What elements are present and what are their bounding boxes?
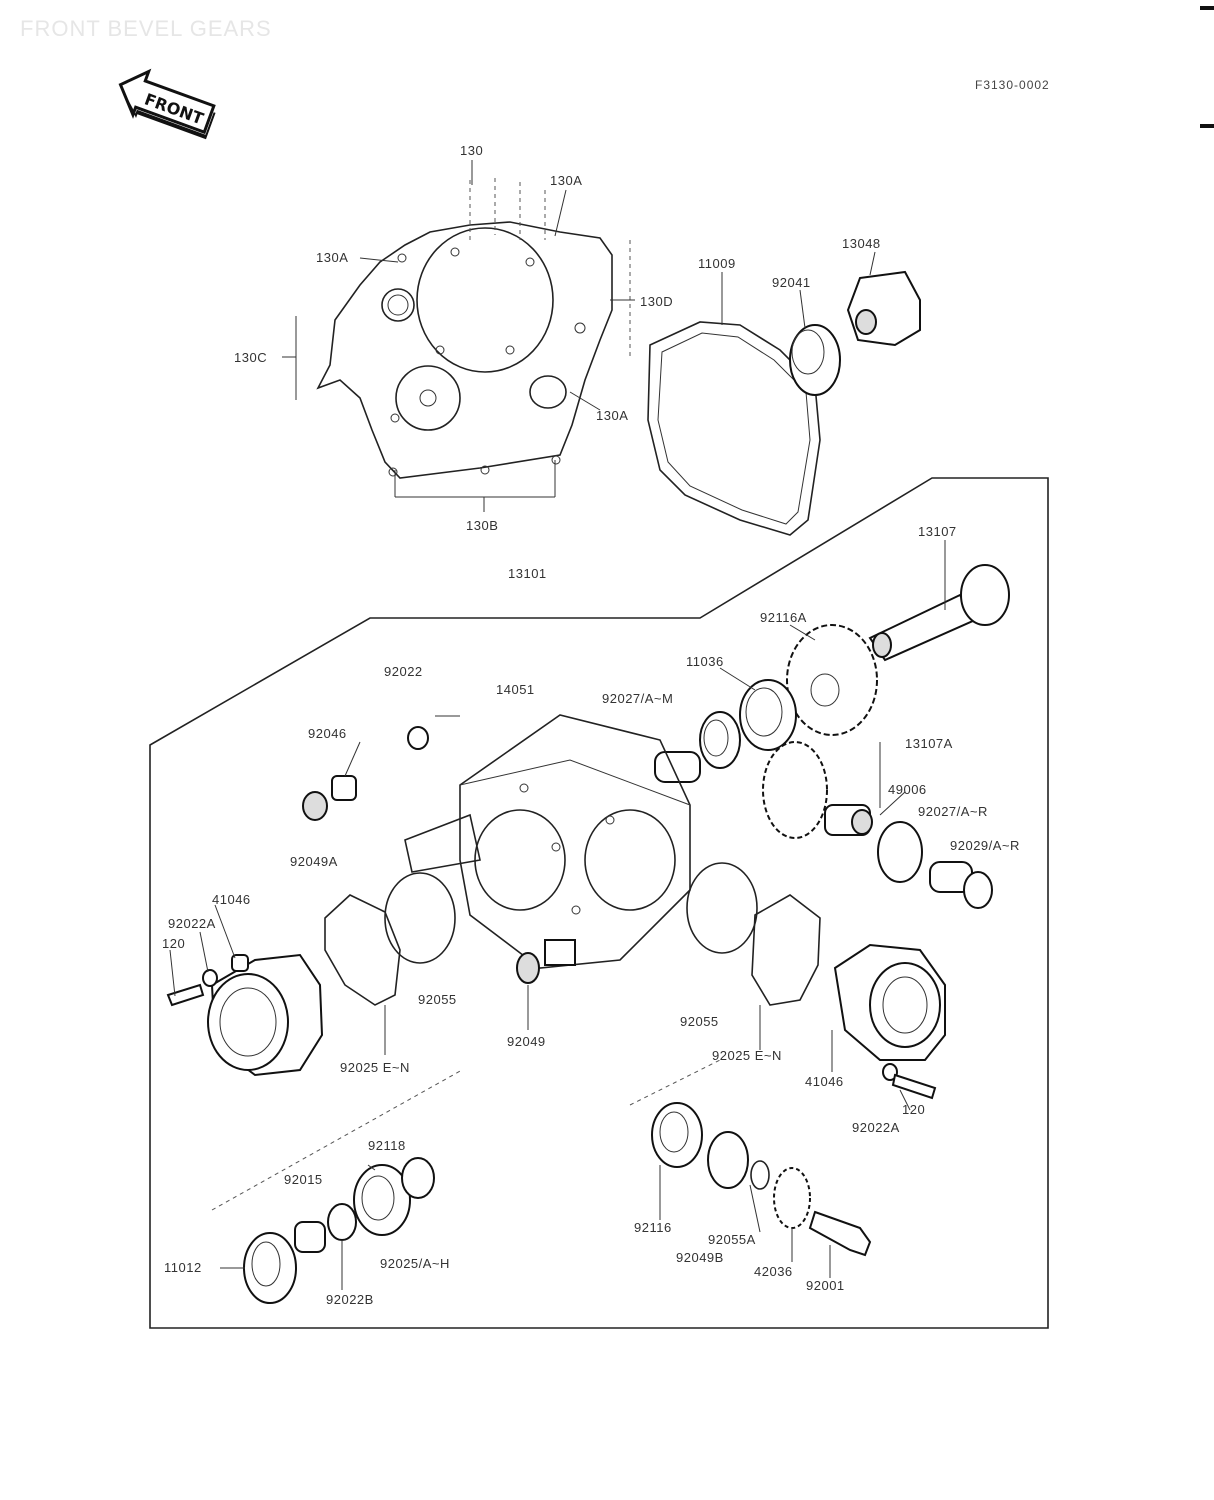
label-130A-right: 130A	[596, 408, 628, 423]
sprocket-92116A	[786, 624, 878, 736]
label-92022A-left: 92022A	[168, 916, 216, 931]
collar-92015	[294, 1221, 326, 1253]
label-14051: 14051	[496, 682, 535, 697]
washer-92049A	[302, 791, 328, 821]
label-120-right: 120	[902, 1102, 925, 1117]
front-arrow-icon: FRONT	[118, 68, 216, 140]
crankcase-cover	[282, 178, 631, 512]
label-130A-left: 130A	[316, 250, 348, 265]
label-92046: 92046	[308, 726, 347, 741]
shim-92027-R	[877, 821, 923, 883]
cover-13048	[846, 270, 921, 347]
label-92049B: 92049B	[676, 1250, 724, 1265]
label-130B: 130B	[466, 518, 498, 533]
label-130A-top: 130A	[550, 173, 582, 188]
label-49006: 49006	[888, 782, 927, 797]
label-92022-top: 92022	[384, 664, 423, 679]
label-92022A-right: 92022A	[852, 1120, 900, 1135]
bearing-11036	[739, 679, 797, 751]
o-ring-92055-left	[384, 872, 456, 964]
label-92041: 92041	[772, 275, 811, 290]
shim-92025-right	[751, 894, 821, 1006]
label-92022B: 92022B	[326, 1292, 374, 1307]
plug-92022	[407, 726, 429, 750]
o-ring-92055-right	[686, 862, 758, 954]
label-92025A: 92025/A~H	[380, 1256, 450, 1271]
label-92001: 92001	[806, 1278, 845, 1293]
label-92025-right: 92025 E~N	[712, 1048, 782, 1063]
label-92015: 92015	[284, 1172, 323, 1187]
label-13101: 13101	[508, 566, 547, 581]
bearing-92041	[789, 324, 841, 396]
label-11009: 11009	[698, 256, 736, 271]
label-130C: 130C	[234, 350, 267, 365]
bolt-120-left	[166, 983, 205, 1007]
shim-92025A	[401, 1157, 435, 1199]
label-92055-left: 92055	[418, 992, 457, 1007]
label-13107A: 13107A	[905, 736, 953, 751]
housing-41046-left	[207, 953, 324, 1077]
bearing-92118	[353, 1164, 411, 1236]
label-130D: 130D	[640, 294, 673, 309]
washer-92022A-right	[882, 1063, 898, 1081]
bolt-92001	[808, 1210, 872, 1257]
gear-case-14051	[404, 714, 691, 969]
label-92049: 92049	[507, 1034, 546, 1049]
washer-92022A-left	[202, 969, 218, 987]
gear-42036	[773, 1167, 811, 1229]
label-11012: 11012	[164, 1260, 202, 1275]
shim-92025-left	[324, 894, 401, 1006]
edge-mark-bottom	[1200, 124, 1214, 128]
label-13107: 13107	[918, 524, 957, 539]
spacer	[654, 751, 701, 783]
label-92055-right: 92055	[680, 1014, 719, 1029]
gasket-11009	[647, 321, 821, 536]
edge-mark-top	[1200, 6, 1214, 10]
bearing-92116	[651, 1102, 703, 1168]
label-92025-left: 92025 E~N	[340, 1060, 410, 1075]
label-13048: 13048	[842, 236, 881, 251]
label-92049A: 92049A	[290, 854, 338, 869]
bolt-120-right	[891, 1073, 937, 1100]
seal-92027-M	[699, 711, 741, 769]
o-ring-92055A	[750, 1160, 770, 1190]
label-11036: 11036	[686, 654, 724, 669]
page-title: FRONT BEVEL GEARS	[20, 16, 272, 41]
shaft-13107	[868, 564, 1010, 662]
label-42036: 42036	[754, 1264, 793, 1279]
assembly-boundary	[149, 477, 1049, 1329]
label-92029A: 92029/A~R	[950, 838, 1020, 853]
label-41046-right: 41046	[805, 1074, 844, 1089]
label-41046-left: 41046	[212, 892, 251, 907]
bushing-92046	[331, 775, 357, 801]
label-92116: 92116	[634, 1220, 672, 1235]
label-130: 130	[460, 143, 483, 158]
washer-92022B	[327, 1203, 357, 1241]
label-120-left: 120	[162, 936, 185, 951]
figure-code: F3130-0002	[975, 78, 1050, 92]
housing-41046-right	[833, 943, 946, 1061]
bearing-92049	[516, 952, 540, 984]
seal-92049B	[707, 1131, 749, 1189]
label-92118: 92118	[368, 1138, 406, 1153]
label-92027A-M: 92027/A~M	[602, 691, 673, 706]
bevel-gear-49006	[762, 741, 873, 839]
label-92027A-R: 92027/A~R	[918, 804, 988, 819]
label-92055A: 92055A	[708, 1232, 756, 1247]
label-92116A: 92116A	[760, 610, 807, 625]
